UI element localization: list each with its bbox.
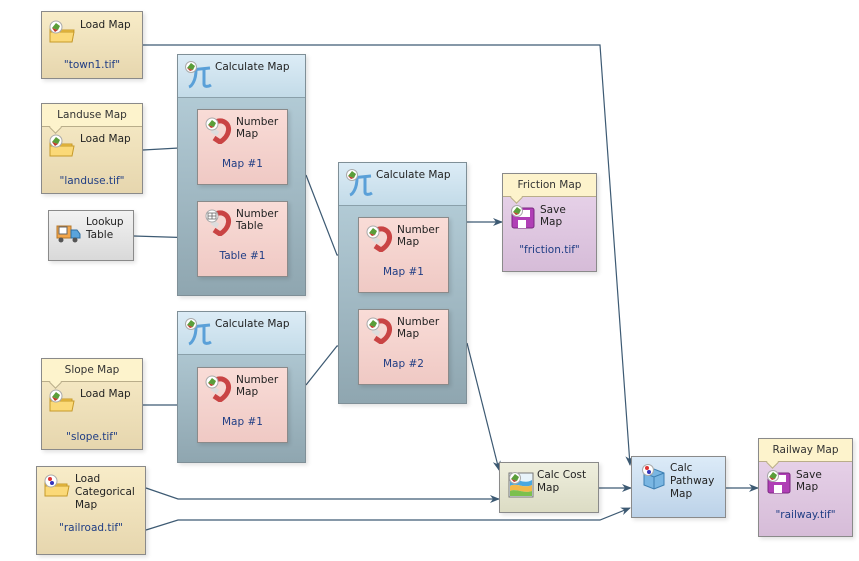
number-map-input-1[interactable]: Number Map Map #1 (358, 217, 449, 293)
input-value: Map #2 (383, 358, 424, 370)
calculate-map-title: Calculate Map (215, 61, 290, 73)
node-label-line2: Map (537, 482, 560, 494)
load-map-slope-node[interactable]: Slope Map Load Map "slope.tif" (41, 358, 143, 450)
input-label-line1: Number (397, 316, 440, 328)
input-label-line2: Map (397, 236, 420, 248)
file-value: "railroad.tif" (59, 522, 123, 534)
floppy-disk-icon (511, 205, 535, 229)
save-map-friction-node[interactable]: Friction Map Save Map "friction.tif" (502, 173, 597, 272)
file-value: "friction.tif" (519, 244, 580, 256)
magnet-icon (205, 375, 231, 402)
magnet-icon (366, 225, 392, 252)
load-map-town-node[interactable]: Load Map "town1.tif" (41, 11, 143, 79)
input-value: Map #1 (222, 416, 263, 428)
calculate-map-header: Calculate Map (178, 55, 305, 98)
magnet-table-icon (205, 209, 231, 236)
file-value: "town1.tif" (63, 59, 121, 71)
input-label-line1: Number (397, 224, 440, 236)
calculate-map-header: Calculate Map (178, 312, 305, 355)
input-label-line2: Table (236, 220, 264, 232)
cost-surface-icon (508, 472, 534, 498)
output-name-tag: Landuse Map (42, 104, 142, 127)
calc-cost-map-node[interactable]: Calc Cost Map (499, 462, 599, 513)
node-label-line3: Map (75, 499, 98, 511)
node-label: Load Map (80, 388, 131, 400)
input-label-line1: Number (236, 116, 279, 128)
folder-icon (49, 389, 75, 412)
calc-pathway-map-node[interactable]: Calc Pathway Map (631, 456, 726, 518)
output-name-tag: Friction Map (503, 174, 596, 197)
input-label-line1: Number (236, 374, 279, 386)
pi-icon (185, 318, 212, 346)
number-table-input-1[interactable]: Number Table Table #1 (197, 201, 288, 277)
node-label-line2: Pathway (670, 475, 715, 487)
node-label: Load Map (80, 133, 131, 145)
save-map-railway-node[interactable]: Railway Map Save Map "railway.tif" (758, 438, 853, 537)
file-value: "railway.tif" (775, 509, 836, 521)
node-label-line1: Load (75, 473, 101, 485)
node-label-line2: Table (86, 229, 114, 241)
load-categorical-map-node[interactable]: Load Categorical Map "railroad.tif" (36, 466, 146, 555)
node-label-line1: Calc Cost (537, 469, 587, 481)
pi-icon (185, 61, 212, 89)
edge-categorical-to-costmap (145, 487, 500, 503)
node-label-line1: Save (540, 204, 566, 216)
truck-icon (56, 225, 81, 243)
input-value: Table #1 (219, 250, 266, 262)
floppy-disk-icon (767, 470, 791, 494)
output-name-tag: Railway Map (759, 439, 852, 462)
input-label-line2: Map (236, 128, 259, 140)
input-label-line1: Number (236, 208, 279, 220)
number-map-input-1[interactable]: Number Map Map #1 (197, 109, 288, 185)
node-label-line2: Categorical (75, 486, 135, 498)
magnet-icon (205, 117, 231, 144)
node-label-line1: Calc (670, 462, 693, 474)
number-map-input-1[interactable]: Number Map Map #1 (197, 367, 288, 443)
input-label-line2: Map (236, 386, 259, 398)
file-value: "slope.tif" (66, 431, 118, 443)
calculate-map-node-2[interactable]: Calculate Map Number Map Map #1 Number M… (338, 162, 467, 404)
node-label-line3: Map (670, 488, 693, 500)
folder-categorical-icon (44, 474, 70, 497)
calculate-map-node-1[interactable]: Calculate Map Number Map Map #1 Number T… (177, 54, 306, 296)
pathway-box-icon (642, 464, 665, 490)
pi-icon (346, 169, 373, 197)
node-label-line1: Lookup (86, 216, 124, 228)
node-label-line2: Map (540, 216, 563, 228)
node-label-line1: Save (796, 469, 822, 481)
file-value: "landuse.tif" (59, 175, 125, 187)
magnet-icon (366, 317, 392, 344)
node-label: Load Map (80, 19, 131, 31)
load-map-landuse-node[interactable]: Landuse Map Load Map "landuse.tif" (41, 103, 143, 194)
input-label-line2: Map (397, 328, 420, 340)
node-label-line2: Map (796, 481, 819, 493)
folder-icon (49, 134, 75, 157)
folder-icon (49, 20, 75, 43)
calculate-map-title: Calculate Map (376, 169, 451, 181)
input-value: Map #1 (383, 266, 424, 278)
output-name-tag: Slope Map (42, 359, 142, 382)
calculate-map-title: Calculate Map (215, 318, 290, 330)
edge-calc2-to-costmap (466, 342, 501, 471)
calculate-map-node-3[interactable]: Calculate Map Number Map Map #1 (177, 311, 306, 463)
input-value: Map #1 (222, 158, 263, 170)
number-map-input-2[interactable]: Number Map Map #2 (358, 309, 449, 385)
lookup-table-node[interactable]: Lookup Table (48, 210, 134, 261)
calculate-map-header: Calculate Map (339, 163, 466, 206)
